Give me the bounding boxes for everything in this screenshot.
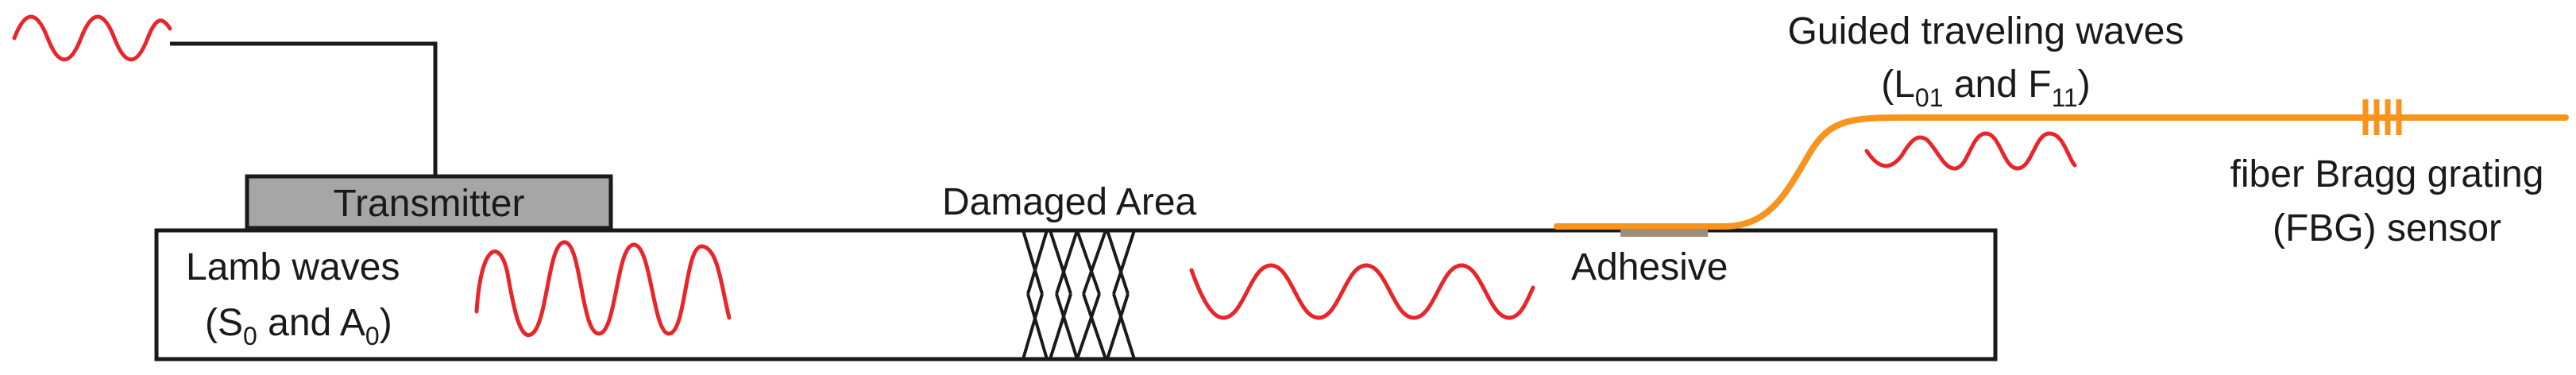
lamb-wave — [474, 240, 732, 338]
adhesive-pad — [1620, 229, 1708, 237]
guided-modes-mid: and F — [1944, 64, 2052, 106]
fbg-label-line2: (FBG) sensor — [2273, 207, 2501, 249]
damaged-area-label: Damaged Area — [942, 181, 1197, 223]
guided-modes-label: (L01 and F11) — [1881, 64, 2091, 112]
guided-modes-open: (L — [1881, 64, 1915, 106]
signal-wire — [170, 41, 438, 176]
transmitter — [245, 174, 613, 230]
lamb-waves-label: Lamb waves — [186, 246, 400, 288]
optical-fiber — [1554, 114, 2569, 230]
guided-modes-close: ) — [2078, 64, 2091, 106]
transmitted-lamb-wave — [1189, 263, 1535, 320]
guided-wave — [1864, 131, 2077, 171]
transmitter-label: Transmitter — [334, 183, 525, 225]
lamb-modes-close: ) — [380, 302, 392, 344]
input-signal-wave — [12, 14, 172, 62]
adhesive-label: Adhesive — [1571, 246, 1728, 288]
fbg-label-line1: fiber Bragg grating — [2230, 153, 2544, 195]
lamb-modes-label: (S0 and A0) — [205, 302, 392, 350]
lamb-modes-mid: and A — [257, 302, 365, 344]
guided-waves-label: Guided traveling waves — [1788, 10, 2184, 52]
fbg-grating-marks — [2362, 99, 2402, 135]
lamb-modes-sub-a: 0 — [365, 322, 380, 350]
plate — [154, 228, 1998, 361]
lamb-modes-sub-s: 0 — [243, 322, 257, 350]
lamb-modes-open: (S — [205, 302, 243, 344]
guided-modes-sub-f: 11 — [2052, 83, 2078, 112]
damage-crack-pattern — [1022, 230, 1136, 360]
guided-modes-sub-l: 01 — [1915, 83, 1944, 112]
